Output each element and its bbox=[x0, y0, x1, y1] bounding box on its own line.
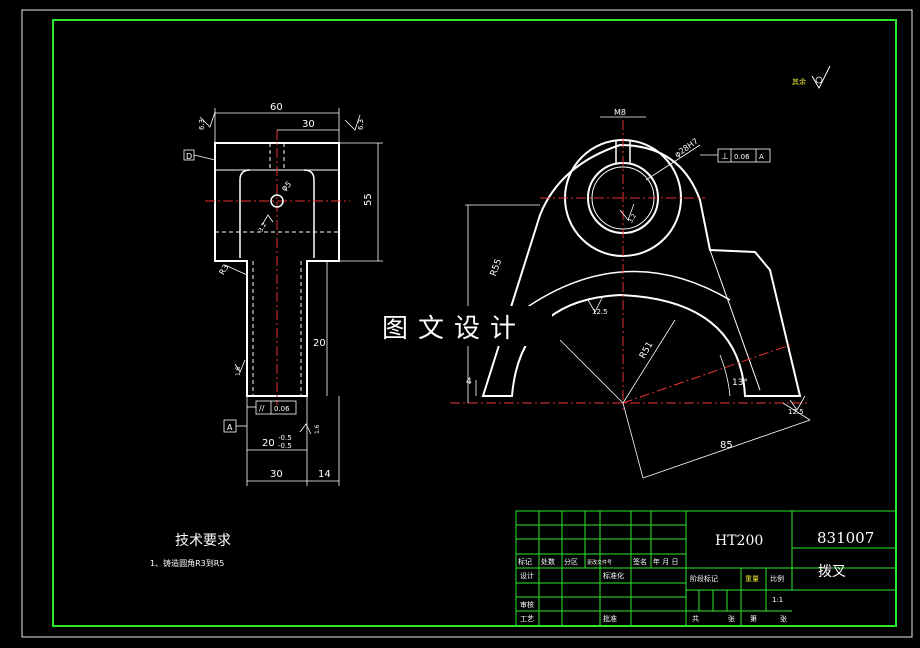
dim-top-offset: 30 bbox=[302, 119, 315, 130]
dim-overall-width: 60 bbox=[270, 102, 283, 113]
roughness-1: 6.3 bbox=[198, 119, 206, 130]
tb-header-zone: 分区 bbox=[564, 557, 578, 566]
gdt-symbol-left: // bbox=[259, 404, 265, 413]
roughness-4: 1.6 bbox=[235, 366, 242, 376]
datum-box-left: D bbox=[186, 152, 192, 161]
roughness-5: 1.6 bbox=[314, 424, 321, 434]
tech-req-item-1: 1、铸造圆角R3到R5 bbox=[150, 558, 224, 568]
dim-slot-m8: M8 bbox=[614, 108, 626, 117]
dim-hole-dia: φ5 bbox=[279, 179, 293, 193]
gdt-tol-left: 0.06 bbox=[274, 405, 290, 413]
tb-header-date: 年 月 日 bbox=[653, 557, 678, 566]
dim-base-14: 14 bbox=[318, 469, 331, 480]
tb-sheet-unit1: 张 bbox=[728, 614, 735, 623]
left-view-gdt-frame bbox=[223, 400, 297, 433]
roughness-2: 6.3 bbox=[357, 119, 365, 130]
title-part-name: 拨叉 bbox=[818, 564, 846, 580]
tech-req-heading: 技术要求 bbox=[175, 533, 231, 549]
gdt-tol-right: 0.06 bbox=[734, 153, 750, 161]
tb-role-design: 设计 bbox=[520, 571, 534, 580]
right-view: M8 φ28H7 R55 R51 13° 85 4 12.5 12.5 3.2 … bbox=[450, 108, 811, 479]
surface-finish-label: 其余 bbox=[792, 77, 806, 86]
dim-stem-tol-lower: -0.5 bbox=[278, 442, 292, 450]
watermark-text: 图文设计 bbox=[382, 314, 526, 344]
roughness-r3: 3.2 bbox=[627, 213, 638, 225]
outer-border bbox=[21, 9, 913, 638]
dim-height-55: 55 bbox=[363, 193, 374, 206]
title-block bbox=[515, 510, 897, 627]
dim-length-85: 85 bbox=[720, 440, 733, 451]
tb-sheet-total: 共 bbox=[692, 614, 699, 623]
tb-header-mark: 标记 bbox=[518, 557, 532, 566]
dim-radius-51: R51 bbox=[638, 340, 656, 360]
roughness-r1: 12.5 bbox=[592, 308, 608, 316]
tb-role-review: 审核 bbox=[520, 600, 534, 609]
right-view-body-outline bbox=[481, 143, 802, 397]
dim-height-4: 4 bbox=[466, 377, 472, 387]
dim-base-30: 30 bbox=[270, 469, 283, 480]
dim-radius-55: R55 bbox=[489, 258, 504, 278]
tb-header-doc: 更改文件号 bbox=[587, 559, 612, 566]
tb-stage-mark: 阶段标记 bbox=[690, 574, 718, 583]
dim-fillet-r3: R3 bbox=[217, 263, 230, 277]
title-drawing-no: 831007 bbox=[817, 529, 874, 547]
gdt-datum-right: A bbox=[759, 153, 764, 161]
surface-finish-note: 其余 bbox=[792, 65, 831, 90]
roughness-r2: 12.5 bbox=[788, 408, 804, 416]
left-view-hole bbox=[270, 194, 284, 208]
tb-role-process: 工艺 bbox=[520, 615, 534, 623]
dim-stem-width: 20 bbox=[262, 438, 275, 449]
drawing-frame bbox=[52, 19, 897, 627]
tb-role-approve: 批准 bbox=[603, 614, 617, 623]
roughness-3: 3.2 bbox=[257, 222, 268, 234]
title-material: HT200 bbox=[715, 533, 763, 549]
tb-stage-scale: 比例 bbox=[770, 574, 784, 583]
tb-role-standard: 标准化 bbox=[603, 571, 624, 580]
gdt-symbol-right: ⊥ bbox=[721, 152, 729, 162]
tb-header-sign: 签名 bbox=[633, 557, 647, 566]
dim-angle: 13° bbox=[732, 378, 748, 388]
watermark-backdrop bbox=[378, 306, 552, 346]
tb-sheet-unit2: 张 bbox=[780, 614, 787, 623]
tb-header-count: 处数 bbox=[541, 557, 555, 566]
dim-stem-len: 20 bbox=[313, 338, 326, 349]
tb-sheet-no: 第 bbox=[750, 614, 757, 623]
dim-stem-tol-upper: -0.5 bbox=[278, 434, 292, 442]
title-scale: 1:1 bbox=[772, 596, 783, 604]
gdt-datum-left: A bbox=[227, 423, 233, 432]
left-view: 60 30 55 φ5 20 20 -0.5 -0.5 30 14 R3 6.3… bbox=[183, 102, 383, 486]
tb-stage-weight: 重量 bbox=[745, 575, 759, 583]
